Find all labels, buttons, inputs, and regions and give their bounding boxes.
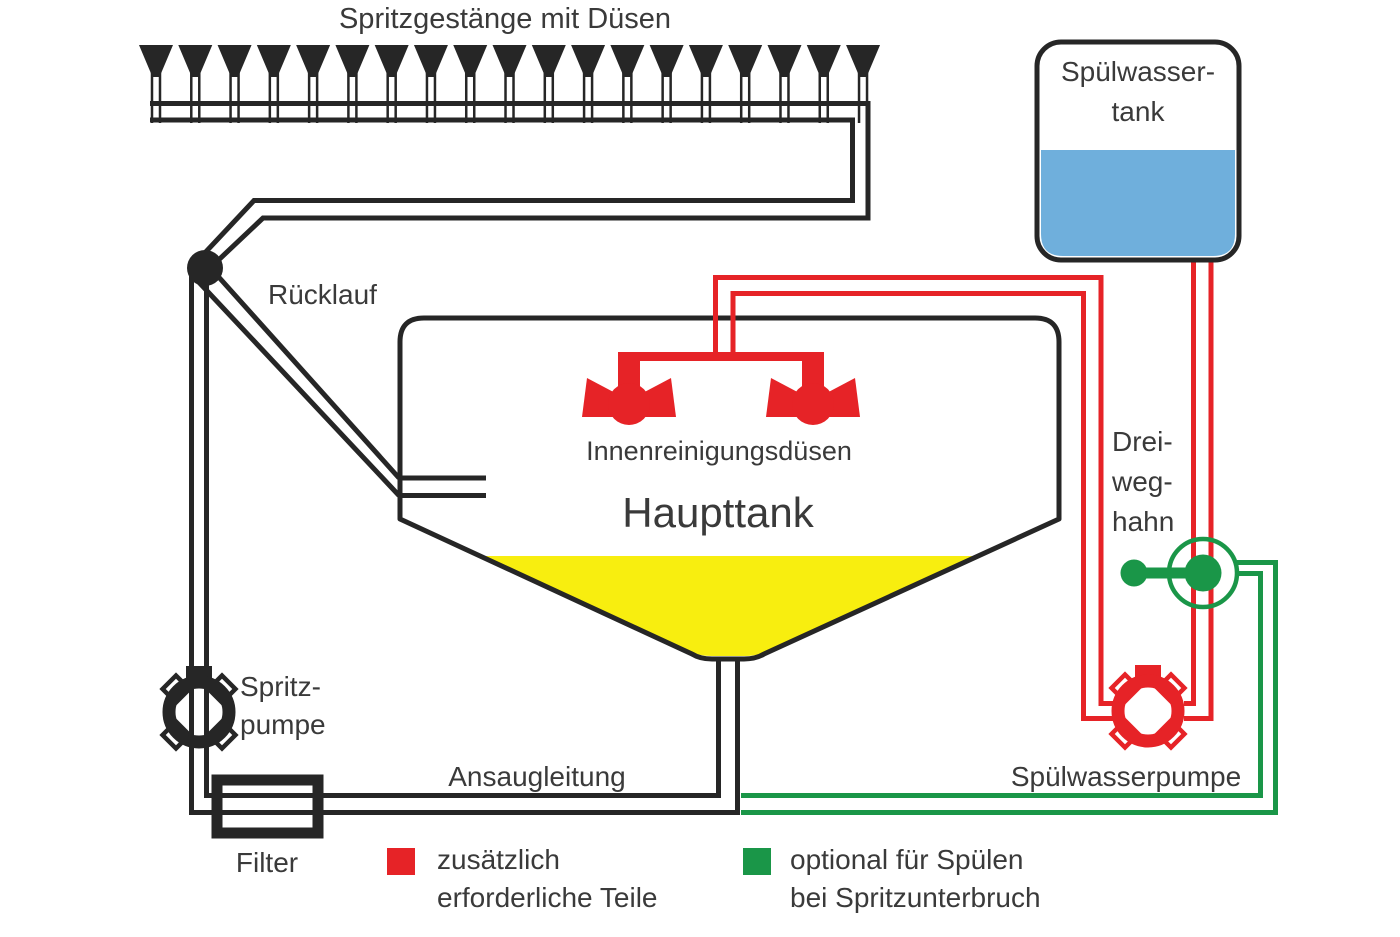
boom-nozzles [139,45,881,123]
red-supply-line-tank-nozzles [713,275,1113,721]
ruecklauf-line [192,262,486,498]
suction-pipe [189,268,740,815]
diagram-title: Spritzgestänge mit Düsen [338,3,672,35]
optional-line [741,560,1278,815]
main-tank-label: Haupttank [622,489,814,536]
three-way-valve-icon [1120,536,1240,610]
three-way-valve-label: Drei- weg- hahn [1112,426,1175,537]
suction-line-label: Ansaugleitung [448,761,626,792]
rinse-tank-label-line1: Spülwasser- [1060,56,1216,87]
inner-cleaning-nozzles-icon [582,352,860,425]
rinse-tank-shape [1034,39,1242,263]
spray-pump-label: Spritz- pumpe [240,671,326,740]
legend-additional-swatch [387,848,415,875]
legend-optional-swatch [743,848,771,875]
spray-pump-icon [159,666,239,752]
rinse-pump-label: Spülwasserpumpe [1010,761,1242,792]
rinse-tank-label: Spülwasser- tank [1038,52,1238,132]
rinse-water [1041,150,1235,256]
ruecklauf-label: Rücklauf [268,279,377,310]
tank-liquid [478,556,980,656]
red-supply-line-rinse-tank [1184,256,1214,721]
inner-nozzles-label: Innenreinigungsdüsen [586,436,852,466]
main-tank-shape [397,315,1062,662]
rinse-pump-icon [1108,665,1188,751]
legend-optional-label: optional für Spülen bei Spritzunterbruch [790,844,1041,913]
filter-label: Filter [235,847,299,878]
rinse-tank-label-line2: tank [1111,96,1165,127]
boom-pipes-and-return-line [150,101,871,271]
filter-icon [211,774,324,839]
legend-additional-label: zusätzlich erforderliche Teile [437,844,658,913]
